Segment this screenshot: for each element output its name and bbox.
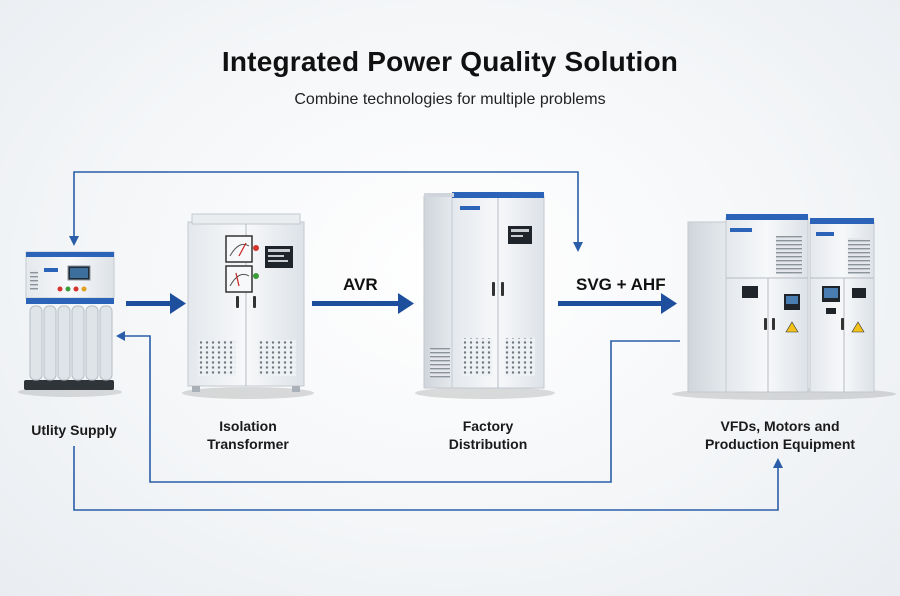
isolation-transformer-label: Isolation Transformer [178,417,318,453]
middle-return-arrowhead [116,331,125,341]
factory-distribution-cabinet [415,192,555,399]
vfd-production-cabinets [672,214,896,400]
bottom-bypass-line [73,446,779,511]
svg-ahf-flow-label: SVG + AHF [576,275,666,294]
bottom-bypass-arrowhead [773,458,783,468]
isolation-transformer-cabinet [182,213,314,399]
middle-return-line [124,335,680,483]
top-feedback-arrowhead-right [573,242,583,252]
factory-distribution-label-line1: Factory [462,418,514,434]
factory-distribution-label-line2: Distribution [448,436,528,452]
utility-supply-label: Utlity Supply [31,422,117,438]
flow-arrow-2 [312,293,414,314]
vfds-motors-label: VFDs, Motors and Production Equipment [690,417,870,453]
diagram-subtitle: Combine technologies for multiple proble… [294,91,606,108]
utility-supply-equipment [18,251,122,397]
flow-arrow-3 [558,293,677,314]
flow-arrow-1 [126,293,186,314]
top-feedback-line [73,171,579,244]
top-feedback-arrowhead-left [69,236,79,246]
vfds-motors-label-line1: VFDs, Motors and [720,418,840,434]
vfds-motors-label-line2: Production Equipment [704,436,856,452]
isolation-transformer-label-line1: Isolation [219,418,277,434]
factory-distribution-label: Factory Distribution [418,417,558,453]
avr-flow-label: AVR [343,275,378,294]
isolation-transformer-label-line2: Transformer [207,436,289,452]
diagram-title: Integrated Power Quality Solution [221,46,679,77]
